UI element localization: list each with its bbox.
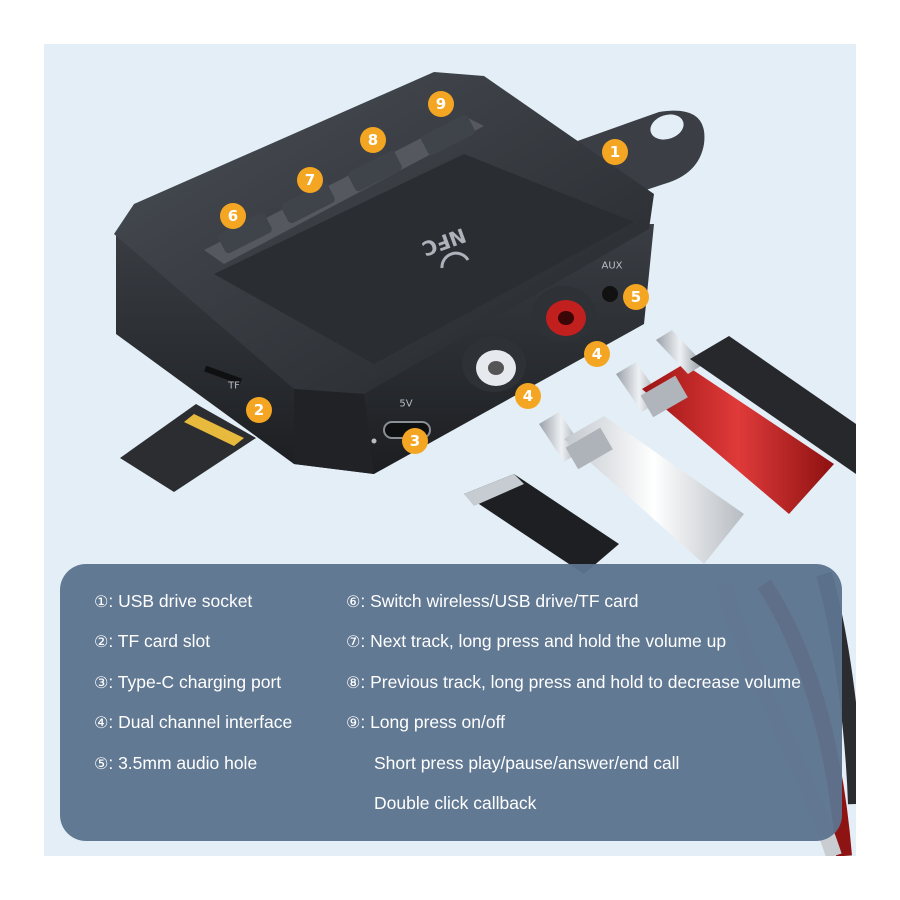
legend-mark: ⑧ (346, 673, 361, 692)
legend-item-usb-drive-socket: ①: USB drive socket (94, 590, 252, 613)
svg-text:1: 1 (610, 143, 620, 161)
legend-mark: ② (94, 632, 109, 651)
legend-item-power: ⑨: Long press on/off (346, 711, 505, 734)
svg-text:4: 4 (523, 387, 533, 405)
legend-mark: ⑦ (346, 632, 361, 651)
legend-text: : Dual channel interface (108, 712, 293, 732)
legend-line-short-press: Short press play/pause/answer/end call (374, 753, 680, 773)
svg-text:8: 8 (368, 131, 378, 149)
badge-7: 7 (297, 167, 323, 193)
svg-text:9: 9 (436, 95, 446, 113)
svg-text:4: 4 (592, 345, 602, 363)
callout-badges: 1 2 3 4 4 5 6 7 8 9 (220, 91, 649, 454)
aux-plug (656, 330, 856, 474)
legend-mark: ③ (94, 673, 109, 692)
port-5v-label: 5V (399, 399, 412, 410)
legend-line-double-click: Double click callback (374, 793, 537, 813)
legend-mark: ⑨ (346, 713, 361, 732)
legend-panel: ①: USB drive socket ②: TF card slot ③: T… (60, 564, 842, 841)
type-c-cable (464, 474, 619, 574)
badge-2: 2 (246, 397, 272, 423)
legend-item-next-track: ⑦: Next track, long press and hold the v… (346, 630, 726, 653)
legend-text: : USB drive socket (108, 591, 253, 611)
tf-card-slot (204, 365, 242, 385)
aux-jack (602, 286, 618, 302)
rca-white-plug (539, 412, 744, 564)
badge-1: 1 (602, 139, 628, 165)
legend-text: : 3.5mm audio hole (108, 753, 258, 773)
previous-track-button[interactable] (347, 149, 403, 192)
bluetooth-receiver-device: NFC AUX 5V TF (114, 72, 654, 474)
legend-item-tf-card-slot: ②: TF card slot (94, 630, 210, 653)
legend-text: : Previous track, long press and hold to… (360, 672, 801, 692)
badge-4-white: 4 (515, 383, 541, 409)
legend-text: : Next track, long press and hold the vo… (360, 631, 727, 651)
legend-text: : Type-C charging port (108, 672, 282, 692)
badge-8: 8 (360, 127, 386, 153)
legend-mark: ① (94, 592, 109, 611)
rca-socket-red (532, 286, 596, 342)
badge-3: 3 (402, 428, 428, 454)
badge-4-red: 4 (584, 341, 610, 367)
badge-6: 6 (220, 203, 246, 229)
legend-item-previous-track: ⑧: Previous track, long press and hold t… (346, 671, 801, 694)
tf-label: TF (227, 381, 240, 392)
legend-text: : TF card slot (108, 631, 211, 651)
badge-9: 9 (428, 91, 454, 117)
tf-card (120, 404, 256, 492)
rca-socket-white (462, 336, 526, 392)
svg-text:7: 7 (305, 171, 315, 189)
product-illustration: NFC AUX 5V TF (114, 72, 856, 856)
legend-mark: ④ (94, 713, 109, 732)
product-image-frame: NFC AUX 5V TF (44, 44, 856, 856)
play-pause-button[interactable] (420, 113, 476, 156)
aux-label: AUX (601, 261, 622, 272)
rca-red-plug (616, 362, 834, 514)
legend-item-type-c-port: ③: Type-C charging port (94, 671, 281, 694)
svg-text:3: 3 (410, 432, 420, 450)
svg-text:5: 5 (631, 288, 641, 306)
legend-text: : Switch wireless/USB drive/TF card (360, 591, 639, 611)
next-track-button[interactable] (280, 181, 336, 224)
indicator-led (371, 438, 377, 444)
svg-text:6: 6 (228, 207, 238, 225)
svg-text:2: 2 (254, 401, 264, 419)
nfc-icon (440, 251, 470, 269)
mode-button[interactable] (217, 211, 273, 254)
legend-item-audio-hole: ⑤: 3.5mm audio hole (94, 752, 257, 775)
legend-item-switch-mode: ⑥: Switch wireless/USB drive/TF card (346, 590, 638, 613)
legend-text: : Long press on/off (360, 712, 505, 732)
badge-5: 5 (623, 284, 649, 310)
legend-mark: ⑥ (346, 592, 361, 611)
legend-mark: ⑤ (94, 754, 109, 773)
legend-item-dual-channel: ④: Dual channel interface (94, 711, 292, 734)
